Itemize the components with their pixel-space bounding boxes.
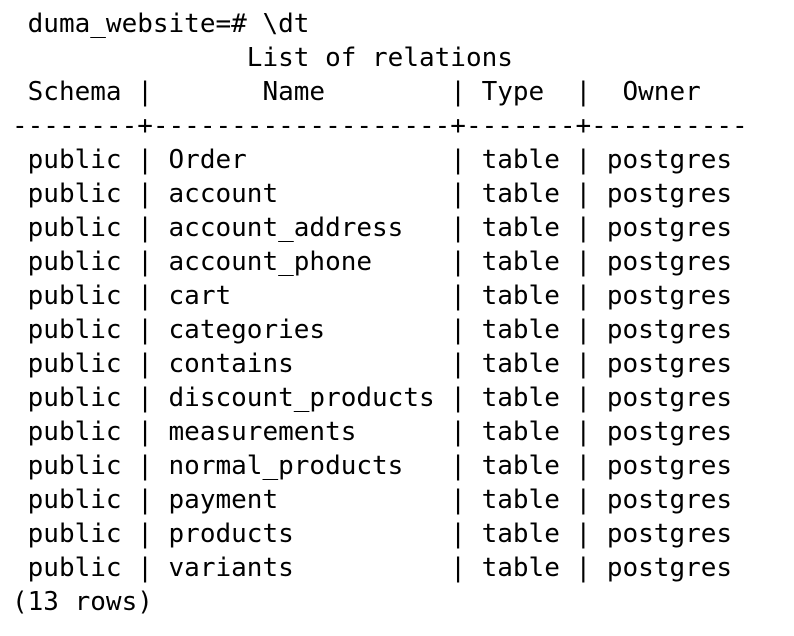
table-row: public | products | table | postgres (12, 519, 748, 549)
table-row: public | account_phone | table | postgre… (12, 247, 748, 277)
table-row: public | variants | table | postgres (12, 553, 748, 583)
table-row: public | cart | table | postgres (12, 281, 748, 311)
command-line: duma_website=# \dt (12, 9, 310, 39)
table-header: Schema | Name | Type | Owner (12, 77, 748, 107)
table-row: public | contains | table | postgres (12, 349, 748, 379)
table-title: List of relations (12, 43, 748, 73)
row-count: (13 rows) (12, 587, 153, 617)
table-row: public | account_address | table | postg… (12, 213, 748, 243)
table-row: public | discount_products | table | pos… (12, 383, 748, 413)
table-row: public | payment | table | postgres (12, 485, 748, 515)
table-row: public | normal_products | table | postg… (12, 451, 748, 481)
table-row: public | account | table | postgres (12, 179, 748, 209)
header-separator: --------+-------------------+-------+---… (12, 111, 748, 141)
table-row: public | categories | table | postgres (12, 315, 748, 345)
table-row: public | Order | table | postgres (12, 145, 748, 175)
table-row: public | measurements | table | postgres (12, 417, 748, 447)
